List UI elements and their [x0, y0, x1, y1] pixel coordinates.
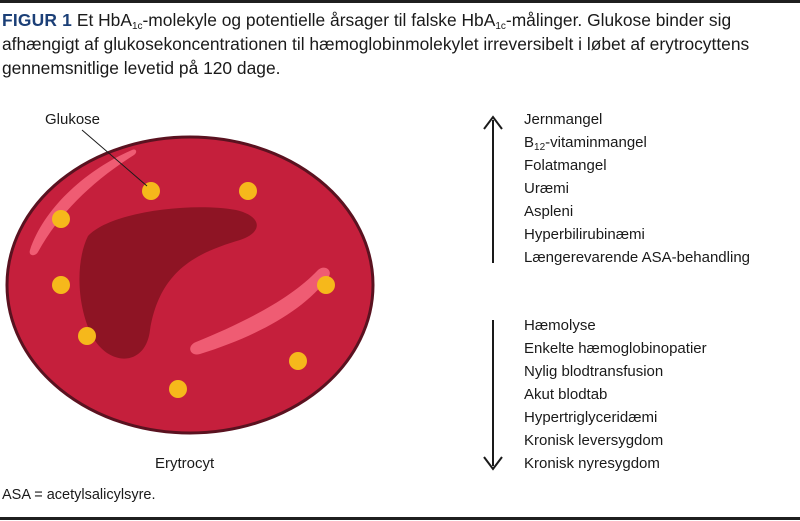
footnote: ASA = acetylsalicylsyre. — [2, 487, 156, 503]
erythrocyte-center — [79, 207, 257, 359]
highlight-left — [29, 149, 137, 256]
list-item: Hyperbilirubinæmi — [524, 226, 645, 243]
figure-caption: FIGUR 1 Et HbA1c-molekyle og potentielle… — [2, 8, 794, 80]
erythrocyte-label: Erytrocyt — [155, 455, 215, 472]
erythrocyte-body — [5, 135, 375, 435]
glucose-dot — [239, 182, 257, 200]
caption-sub-1: 1c — [131, 21, 143, 32]
list-item: Folatmangel — [524, 157, 607, 174]
list-item: Akut blodtab — [524, 386, 608, 403]
glucose-dot — [78, 327, 96, 345]
down-arrow — [483, 320, 503, 471]
top-rule — [0, 0, 800, 3]
glucose-molecules — [52, 182, 335, 398]
highlight-right — [190, 267, 330, 355]
figure-label: FIGUR 1 — [2, 10, 73, 30]
glucose-label: Glukose — [45, 111, 101, 128]
list-item: Kronisk nyresygdom — [524, 455, 660, 472]
increase-causes-list: Jernmangel B12-vitaminmangel Folatmangel… — [524, 108, 750, 269]
list-item: Hypertriglyceridæmi — [524, 409, 658, 426]
decrease-causes-list: Hæmolyse Enkelte hæmoglobinopatier Nylig… — [524, 314, 707, 475]
caption-sub-2: 1c — [495, 21, 506, 32]
caption-text-2: -molekyle og potentielle årsager til fal… — [142, 10, 496, 30]
list-item: Uræmi — [524, 180, 569, 197]
glucose-dot — [317, 276, 335, 294]
glucose-dot — [169, 380, 187, 398]
list-item: Jernmangel — [524, 111, 603, 128]
list-item: Aspleni — [524, 203, 574, 220]
glucose-dot — [52, 210, 70, 228]
caption-text-1: Et HbA — [72, 10, 132, 30]
list-item: B12-vitaminmangel — [524, 134, 647, 153]
list-item: Kronisk leversygdom — [524, 432, 664, 449]
bottom-rule — [0, 517, 800, 520]
list-item: Hæmolyse — [524, 317, 596, 334]
glucose-dot — [52, 276, 70, 294]
glucose-pointer-line — [81, 129, 148, 187]
glucose-dot — [289, 352, 307, 370]
list-item: Enkelte hæmoglobinopatier — [524, 340, 707, 357]
glucose-dot — [142, 182, 160, 200]
up-arrow — [483, 115, 503, 263]
list-item: Længerevarende ASA-behandling — [524, 249, 751, 266]
erythrocyte-diagram — [5, 115, 503, 471]
list-item: Nylig blodtransfusion — [524, 363, 664, 380]
caption-text-3: -målinger. Glukose binder sig afhængigt … — [2, 10, 750, 78]
